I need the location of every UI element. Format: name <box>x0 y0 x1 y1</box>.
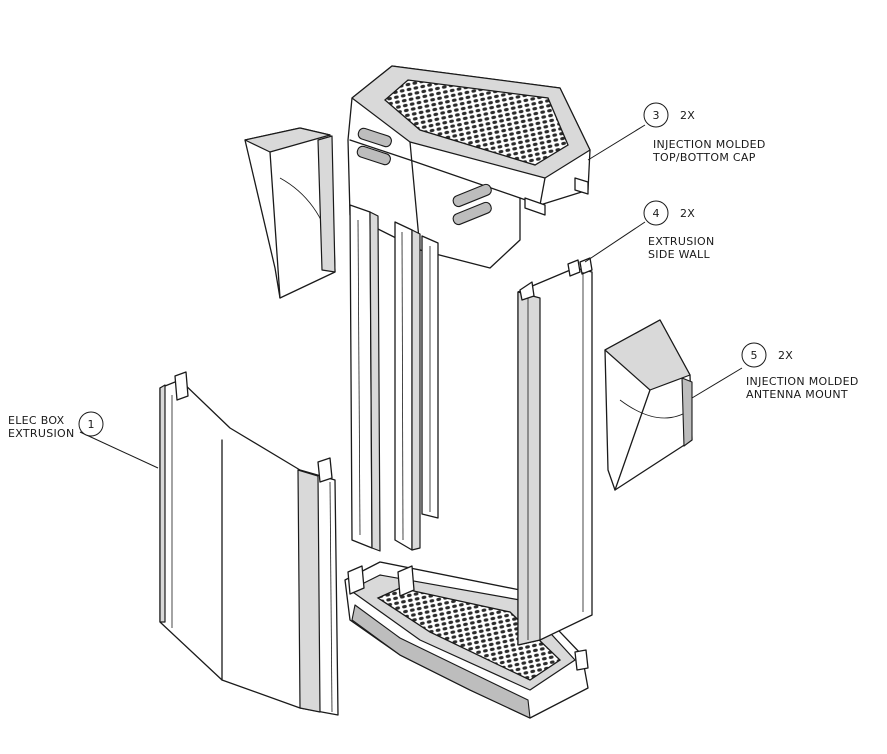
side-wall-extrusion-part <box>517 257 593 646</box>
callout-1-label-line-1: ELEC BOX <box>8 414 65 427</box>
antenna-mount-left-part <box>244 127 336 299</box>
callout-5: 5 2X INJECTION MOLDED ANTENNA MOUNT <box>741 342 859 401</box>
callout-1: 1 ELEC BOX EXTRUSION <box>8 411 104 440</box>
callout-4-qty: 2X <box>680 207 695 220</box>
callout-1-label-line-2: EXTRUSION <box>8 427 75 440</box>
callout-4-label-line-2: SIDE WALL <box>648 248 710 261</box>
callout-3-bubble <box>643 102 669 128</box>
callout-5-bubble <box>741 342 767 368</box>
callout-4-bubble <box>643 200 669 226</box>
callout-3-label-line-1: INJECTION MOLDED <box>653 138 766 151</box>
callout-3-number: 3 <box>653 109 660 122</box>
callout-3-label-line-2: TOP/BOTTOM CAP <box>652 151 756 164</box>
elec-box-extrusion-part <box>159 371 339 716</box>
callout-4-label-line-1: EXTRUSION <box>648 235 715 248</box>
vent-slots-right <box>452 183 492 226</box>
callout-1-number: 1 <box>88 418 95 431</box>
vent-slots-left <box>356 127 392 166</box>
top-cap-part <box>347 65 591 269</box>
callout-4: 4 2X EXTRUSION SIDE WALL <box>643 200 715 261</box>
callout-5-qty: 2X <box>778 349 793 362</box>
callout-3: 3 2X INJECTION MOLDED TOP/BOTTOM CAP <box>643 102 766 164</box>
antenna-mount-right-part <box>604 319 693 491</box>
callout-5-label-line-2: ANTENNA MOUNT <box>746 388 848 401</box>
center-frame-rails <box>349 204 439 552</box>
callout-3-qty: 2X <box>680 109 695 122</box>
callout-5-number: 5 <box>751 349 758 362</box>
leader-lines <box>79 124 743 469</box>
callout-4-number: 4 <box>653 207 660 220</box>
callout-1-bubble <box>78 411 104 437</box>
callout-5-label-line-1: INJECTION MOLDED <box>746 375 859 388</box>
